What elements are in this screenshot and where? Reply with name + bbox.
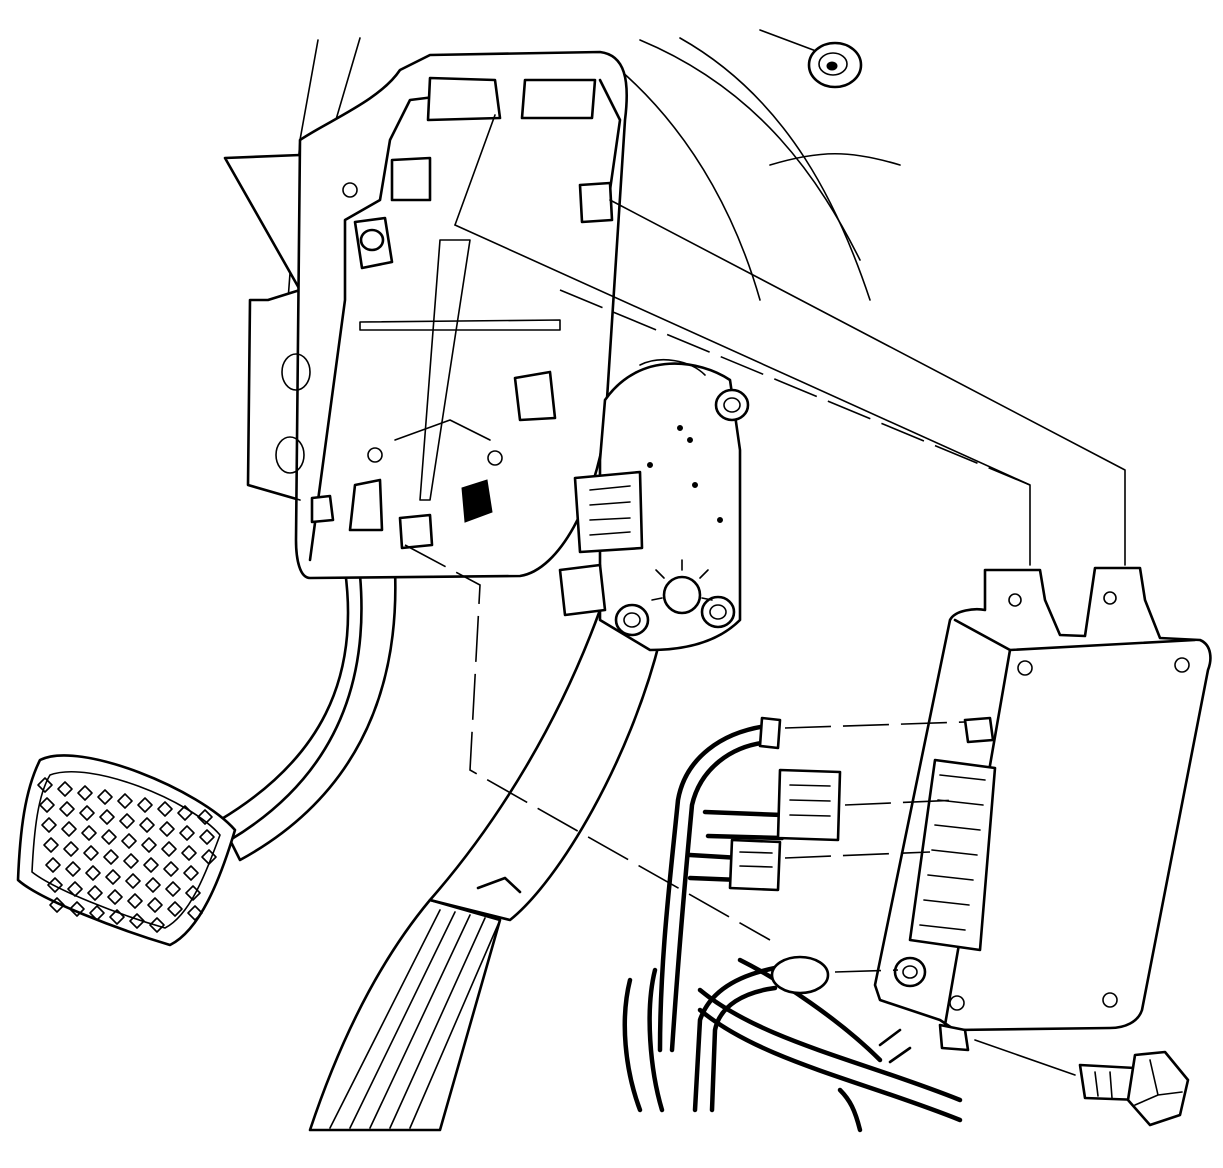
tread-cell: [157, 801, 173, 817]
tread-cell: [199, 829, 215, 845]
tread-cell: [159, 821, 175, 837]
tread-cell: [83, 845, 99, 861]
tread-cell: [119, 813, 135, 829]
tread-cell: [143, 857, 159, 873]
tread-cell: [45, 857, 61, 873]
tread-cell: [177, 805, 193, 821]
tread-cell: [127, 893, 143, 909]
tread-cell: [67, 881, 83, 897]
tread-cell: [187, 905, 203, 921]
tread-cell: [101, 829, 117, 845]
accelerator-pedal: [308, 608, 662, 1132]
tread-cell: [125, 873, 141, 889]
tread-cell: [107, 889, 123, 905]
tread-cell: [167, 901, 183, 917]
tread-cell: [97, 789, 113, 805]
tread-cell: [165, 881, 181, 897]
tread-cell: [163, 861, 179, 877]
tread-cell: [145, 877, 161, 893]
tread-cell: [37, 777, 53, 793]
tread-cell: [129, 913, 145, 929]
tread-cell: [87, 885, 103, 901]
tread-cell: [61, 821, 77, 837]
tread-cell: [183, 865, 199, 881]
tread-cell: [41, 817, 57, 833]
tread-cell: [39, 797, 55, 813]
tread-cell: [59, 801, 75, 817]
harness-connectors: [728, 716, 842, 995]
tread-cell: [197, 809, 213, 825]
tread-cell: [63, 841, 79, 857]
tread-cell: [43, 837, 59, 853]
pedal-pad-tread: [37, 777, 217, 933]
tread-cell: [137, 797, 153, 813]
tread-cell: [201, 849, 217, 865]
tread-cell: [57, 781, 73, 797]
bracket-nut: [353, 216, 394, 270]
tread-cell: [161, 841, 177, 857]
upper-stud-nut: [807, 41, 863, 89]
tread-cell: [141, 837, 157, 853]
tread-cell: [65, 861, 81, 877]
control-module: [873, 566, 1212, 1052]
tread-cell: [47, 877, 63, 893]
tread-cell: [77, 785, 93, 801]
tread-cell: [99, 809, 115, 825]
tread-cell: [147, 897, 163, 913]
tread-cell: [85, 865, 101, 881]
tread-cell: [123, 853, 139, 869]
tread-cell: [179, 825, 195, 841]
tread-cell: [89, 905, 105, 921]
brake-pedal-pad: [16, 754, 237, 947]
tread-cell: [139, 817, 155, 833]
tread-cell: [103, 849, 119, 865]
brake-pedal: [218, 568, 397, 862]
pedal-position-sensor: [558, 359, 750, 652]
mounting-bolt: [1078, 1050, 1190, 1127]
reference-lines: [247, 114, 1126, 1076]
tread-cell: [69, 901, 85, 917]
tread-cell: [109, 909, 125, 925]
body-panel-outline: [287, 29, 901, 301]
pedal-bracket: [223, 50, 629, 580]
tread-cell: [117, 793, 133, 809]
tread-cell: [121, 833, 137, 849]
wiring-harness: [622, 722, 963, 1133]
tread-cell: [79, 805, 95, 821]
tread-cell: [149, 917, 165, 933]
tread-cell: [185, 885, 201, 901]
tread-cell: [81, 825, 97, 841]
tread-cell: [105, 869, 121, 885]
tread-cell: [49, 897, 65, 913]
tread-cell: [181, 845, 197, 861]
